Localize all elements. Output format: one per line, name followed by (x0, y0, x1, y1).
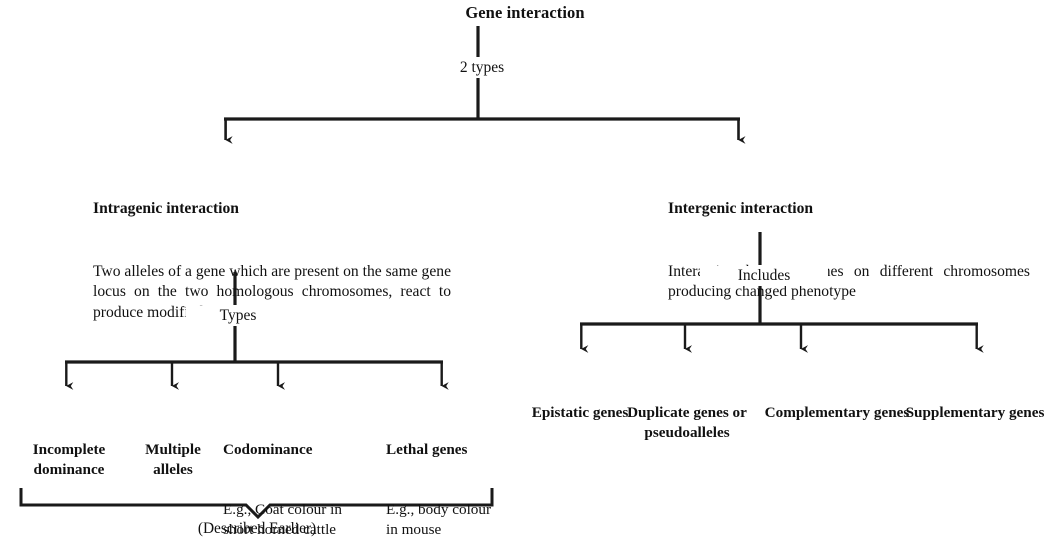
node-incomplete-dominance: Incomplete dominance (16, 400, 122, 520)
node-intragenic-interaction: Intragenic interaction Two alleles of a … (93, 158, 451, 365)
complementary-genes-title: Complementary genes (764, 404, 910, 422)
node-intergenic-interaction: Intergenic interaction Interaction betwe… (668, 158, 1030, 344)
codominance-title: Codominance (223, 441, 313, 459)
duplicate-genes-title: Duplicate genes or pseudoalleles (627, 404, 751, 442)
node-lethal-genes: Lethal genes E.g., body colour in mouse (386, 400, 502, 549)
epistatic-genes-title: Epistatic genes (531, 404, 629, 422)
codominance-example: E.g., Coat colour in short horned cattle (223, 501, 346, 539)
node-complementary-genes: Complementary genes (750, 363, 924, 463)
page-title: Gene interaction (465, 3, 585, 22)
edge-label-includes: Includes (700, 266, 828, 287)
group-note-described-earlier: (Described Earlier) (197, 520, 317, 537)
node-duplicate-genes: Duplicate genes or pseudoalleles (620, 363, 754, 483)
edge-label-2-types: 2 types (412, 58, 552, 79)
lethal-genes-example: E.g., body colour in mouse (386, 501, 495, 539)
intergenic-heading: Intergenic interaction (668, 200, 814, 218)
supplementary-genes-title: Supplementary genes (905, 404, 1045, 422)
node-supplementary-genes: Supplementary genes (905, 363, 1045, 463)
lethal-genes-title: Lethal genes (386, 441, 468, 459)
edge-label-types: Types (186, 306, 290, 327)
intragenic-heading: Intragenic interaction (93, 200, 239, 218)
node-epistatic-genes: Epistatic genes (523, 363, 637, 463)
incomplete-dominance-title: Incomplete dominance (32, 441, 110, 479)
multiple-alleles-title: Multiple alleles (145, 441, 205, 479)
node-multiple-alleles: Multiple alleles (130, 400, 216, 520)
node-codominance: Codominance E.g., Coat colour in short h… (223, 400, 375, 549)
